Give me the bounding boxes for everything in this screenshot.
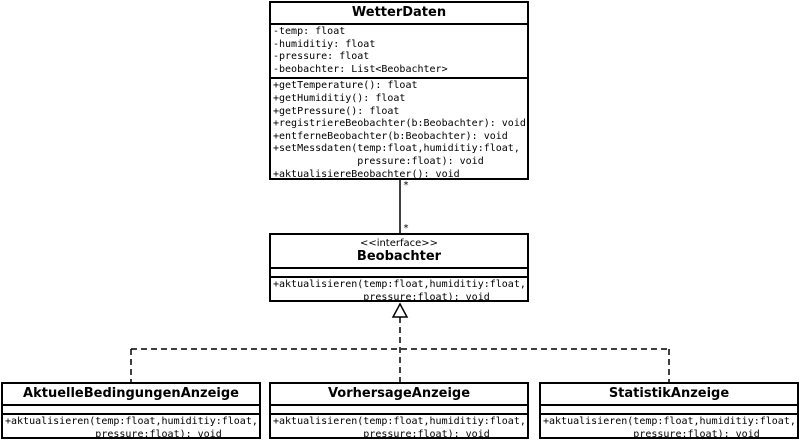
class-header: StatistikAnzeige bbox=[541, 384, 797, 406]
operation: pressure:float): void bbox=[5, 428, 222, 440]
attribute: -beobachter: List<Beobachter> bbox=[273, 63, 448, 75]
operation: +getPressure(): float bbox=[273, 105, 400, 117]
operations-section: +aktualisieren(temp:float,humiditiy:floa… bbox=[271, 413, 527, 442]
attributes-section: -temp: float -humiditiy: float -pressure… bbox=[271, 25, 527, 77]
attributes-section bbox=[271, 406, 527, 413]
operation: +getTemperature(): float bbox=[273, 80, 418, 92]
operation: pressure:float): void bbox=[273, 291, 490, 303]
multiplicity-bottom: * bbox=[403, 223, 409, 234]
class-name: Beobachter bbox=[356, 249, 442, 264]
operation: pressure:float): void bbox=[273, 155, 484, 167]
operation: +aktualisiereBeobachter(): void bbox=[273, 168, 460, 180]
operation: +setMessdaten(temp:float,humiditiy:float… bbox=[273, 143, 520, 155]
operation: +aktualisieren(temp:float,humiditiy:floa… bbox=[273, 279, 526, 290]
operation: +getHumiditiy(): float bbox=[273, 92, 406, 104]
class-wetterdaten[interactable]: WetterDaten -temp: float -humiditiy: flo… bbox=[269, 1, 529, 180]
attribute: -temp: float bbox=[273, 26, 346, 37]
operations-section: +aktualisieren(temp:float,humiditiy:floa… bbox=[271, 276, 527, 305]
attributes-section bbox=[541, 406, 797, 413]
realization-lines bbox=[130, 317, 670, 383]
class-name: AktuelleBedingungenAnzeige bbox=[23, 386, 239, 401]
class-header: AktuelleBedingungenAnzeige bbox=[3, 384, 259, 406]
class-name: VorhersageAnzeige bbox=[327, 386, 471, 401]
operations-section: +getTemperature(): float +getHumiditiy()… bbox=[271, 77, 527, 182]
operations-section: +aktualisieren(temp:float,humiditiy:floa… bbox=[3, 413, 259, 442]
operation: pressure:float): void bbox=[273, 428, 490, 440]
class-vorhersage-anzeige[interactable]: VorhersageAnzeige +aktualisieren(temp:fl… bbox=[269, 382, 529, 442]
operation: pressure:float): void bbox=[543, 428, 760, 440]
class-name: WetterDaten bbox=[351, 5, 447, 20]
class-header: <<interface>> Beobachter bbox=[271, 235, 527, 269]
multiplicity-top: * bbox=[403, 180, 409, 191]
class-header: VorhersageAnzeige bbox=[271, 384, 527, 406]
class-header: WetterDaten bbox=[271, 3, 527, 25]
interface-beobachter[interactable]: <<interface>> Beobachter +aktualisieren(… bbox=[269, 233, 529, 305]
operation: +registriereBeobachter(b:Beobachter): vo… bbox=[273, 118, 526, 130]
operations-section: +aktualisieren(temp:float,humiditiy:floa… bbox=[541, 413, 797, 442]
attribute: -pressure: float bbox=[273, 51, 370, 63]
operation: +aktualisieren(temp:float,humiditiy:floa… bbox=[273, 416, 526, 427]
class-aktuelle-bedingungen-anzeige[interactable]: AktuelleBedingungenAnzeige +aktualisiere… bbox=[1, 382, 261, 442]
attribute: -humiditiy: float bbox=[273, 38, 376, 50]
realization-arrowhead bbox=[391, 302, 409, 318]
operation: +entferneBeobachter(b:Beobachter): void bbox=[273, 130, 508, 142]
attributes-section bbox=[3, 406, 259, 413]
class-name: StatistikAnzeige bbox=[608, 386, 730, 401]
attributes-section bbox=[271, 269, 527, 276]
stereotype: <<interface>> bbox=[359, 238, 439, 249]
operation: +aktualisieren(temp:float,humiditiy:floa… bbox=[543, 416, 796, 427]
class-statistik-anzeige[interactable]: StatistikAnzeige +aktualisieren(temp:flo… bbox=[539, 382, 799, 442]
operation: +aktualisieren(temp:float,humiditiy:floa… bbox=[5, 416, 258, 427]
